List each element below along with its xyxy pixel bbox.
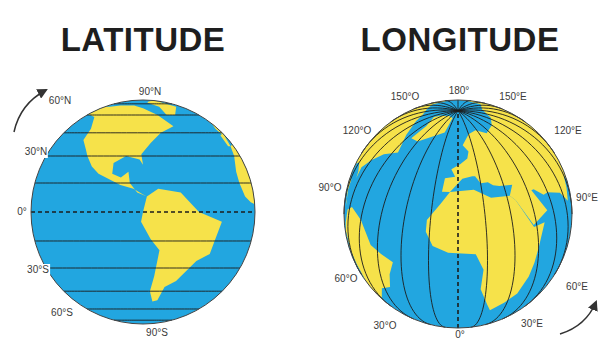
grid-line: [458, 111, 539, 319]
grid-line: [87, 114, 199, 115]
grid-line: [35, 240, 251, 241]
degree-label: 0°: [454, 329, 466, 341]
grid-line: [64, 291, 222, 292]
globe-outline: [344, 100, 572, 328]
degree-label: 180°: [448, 85, 471, 97]
globe-heading: LONGITUDE: [360, 21, 561, 59]
grid-line: [377, 111, 458, 319]
degree-label: 30°N: [24, 146, 48, 158]
grid-line: [114, 320, 172, 321]
grid-line: [458, 111, 488, 328]
continent: [442, 100, 568, 225]
grid-line: [458, 111, 557, 306]
ocean: [344, 100, 572, 328]
degree-label: 90°S: [145, 327, 169, 339]
degree-label: 150°E: [498, 91, 527, 103]
degree-label: 60°O: [334, 273, 359, 285]
degree-label: 30°E: [520, 318, 544, 330]
grid-line: [35, 182, 251, 183]
grid-line: [64, 132, 222, 133]
degree-label: 90°O: [318, 182, 343, 194]
rotation-arrow: [560, 302, 596, 334]
latitude-globe: [31, 100, 255, 324]
grid-line: [458, 100, 459, 111]
continent: [231, 145, 255, 209]
globe-heading: LATITUDE: [60, 21, 227, 59]
degree-label: 30°O: [373, 320, 398, 332]
degree-label: 150°O: [390, 91, 420, 103]
continent: [141, 189, 222, 302]
reference-line: [31, 211, 255, 213]
continent: [147, 101, 176, 115]
grid-line: [428, 111, 458, 328]
degree-label: 90°N: [138, 86, 162, 98]
grid-line: [359, 111, 458, 306]
longitude-globe: [344, 100, 572, 328]
grid-line: [458, 103, 485, 111]
grid-line: [458, 111, 568, 275]
rotation-arrow: [14, 90, 46, 132]
degree-label: 0°: [16, 206, 28, 218]
grid-line: [87, 308, 199, 309]
degree-label: 60°N: [48, 95, 72, 107]
degree-label: 60°E: [565, 281, 589, 293]
grid-line: [46, 268, 240, 269]
continent: [347, 100, 449, 209]
degree-label: 120°O: [342, 125, 372, 137]
globe-outline: [31, 100, 255, 324]
grid-line: [458, 101, 471, 111]
grid-line: [458, 110, 554, 153]
degree-label: 120°E: [553, 125, 582, 137]
grid-line: [46, 155, 240, 156]
degree-label: 60°S: [50, 307, 74, 319]
grid-line: [114, 103, 172, 104]
grid-line: [458, 111, 515, 325]
ocean: [31, 100, 255, 324]
grid-line: [401, 111, 458, 325]
degree-label: 90°E: [575, 192, 599, 204]
degree-label: 30°S: [26, 264, 50, 276]
reference-line: [457, 111, 459, 328]
